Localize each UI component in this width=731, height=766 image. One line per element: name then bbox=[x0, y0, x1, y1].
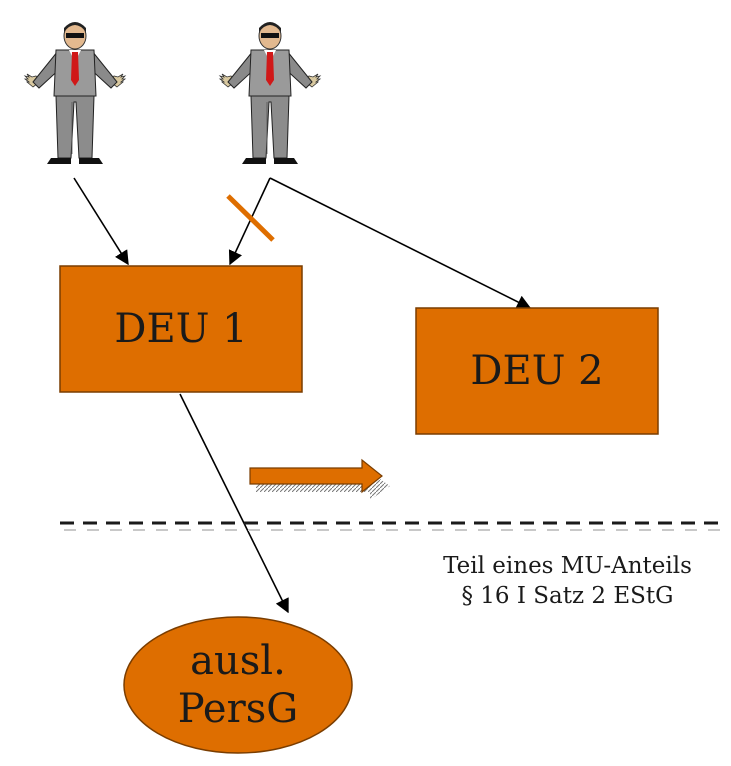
persg-ellipse bbox=[123, 616, 353, 754]
note-line2: § 16 I Satz 2 EStG bbox=[461, 582, 674, 609]
arrow-left-to-deu1 bbox=[73, 177, 129, 266]
deu2-box bbox=[415, 307, 659, 435]
note-line1: Teil eines MU-Anteils bbox=[443, 553, 692, 579]
deu1-box bbox=[59, 265, 303, 393]
arrow-right-to-deu2 bbox=[269, 177, 532, 309]
persg-label-line1: ausl. bbox=[190, 638, 286, 684]
deu1-label: DEU 1 bbox=[114, 306, 248, 352]
persg-label-line2: PersG bbox=[177, 686, 299, 732]
arrow-deu1-to-persg bbox=[179, 393, 289, 614]
note-text: Teil eines MU-Anteils § 16 I Satz 2 EStG bbox=[405, 552, 730, 612]
businessman-right-icon bbox=[219, 21, 321, 165]
businessman-left-icon bbox=[24, 21, 126, 165]
block-arrow-right-icon bbox=[249, 458, 390, 500]
persg-label: ausl. PersG bbox=[124, 617, 352, 753]
strike-mark-icon bbox=[226, 194, 275, 242]
deu2-label: DEU 2 bbox=[470, 348, 604, 394]
